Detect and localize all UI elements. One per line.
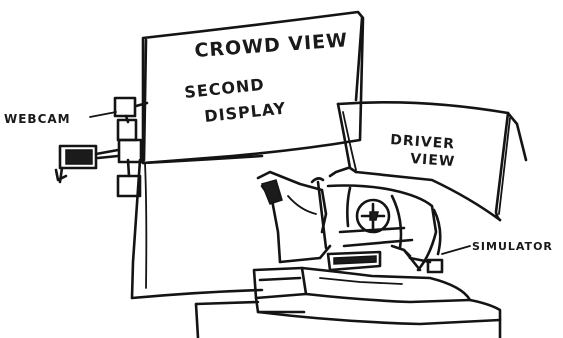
simulator-label: SIMULATOR <box>472 240 553 253</box>
crowd-view-label: CROWD VIEW <box>194 29 349 62</box>
driving-simulator-rig <box>196 172 500 338</box>
second-display-label-line1: SECOND <box>183 75 265 102</box>
driver-view-label-line1: DRIVER <box>390 132 456 152</box>
webcam-label: WEBCAM <box>4 112 71 126</box>
driver-view-label-line2: VIEW <box>410 151 456 170</box>
simulator-leader-line <box>442 246 470 254</box>
second-display-label-line2: DISPLAY <box>203 98 287 125</box>
